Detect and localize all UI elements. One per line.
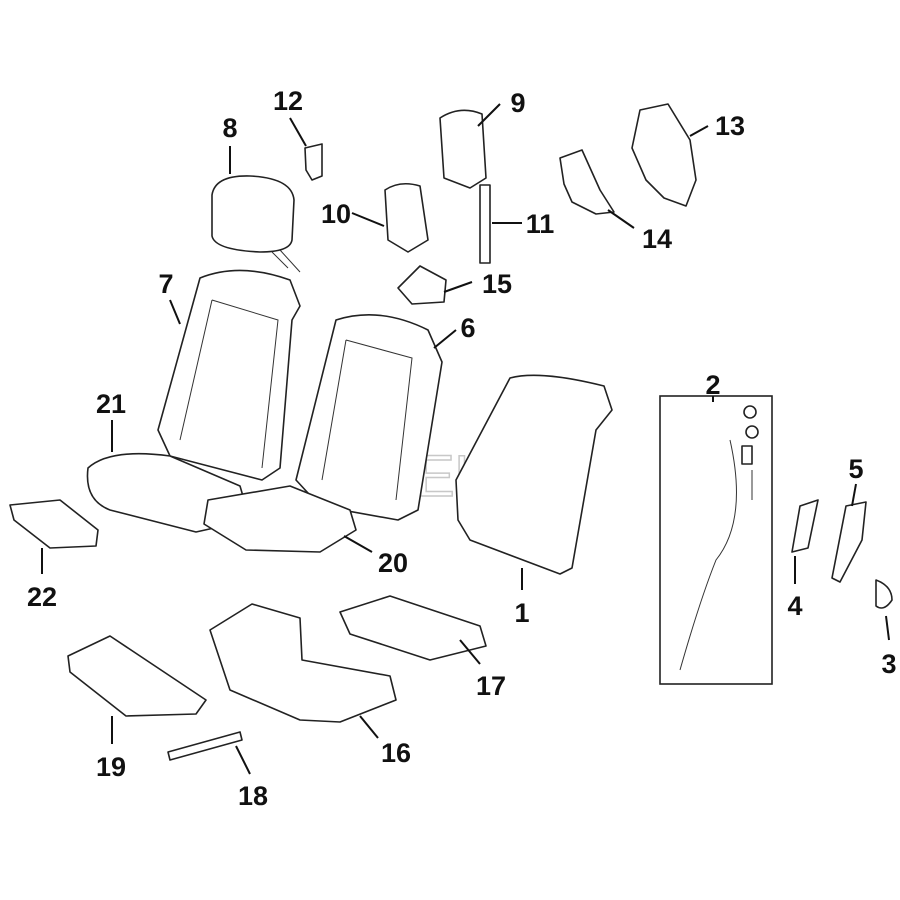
- part-10-cover: [384, 182, 429, 253]
- part-18-spring: [167, 731, 243, 761]
- part-12-clip: [304, 143, 323, 181]
- callout-20: 20: [378, 548, 408, 578]
- callout-15: 15: [482, 269, 512, 299]
- callout-12: 12: [273, 86, 303, 116]
- part-16-seat-frame: [209, 603, 397, 723]
- part-9-cover: [439, 109, 487, 189]
- part-17-spring-mat: [339, 595, 487, 661]
- part-7-backrest-cover: [157, 269, 301, 481]
- part-14-bracket: [559, 149, 615, 215]
- part-5-cover: [831, 501, 867, 583]
- part-19-tray: [67, 635, 207, 717]
- callout-21: 21: [96, 389, 126, 419]
- part-4-handle: [791, 499, 819, 553]
- leader-lines: [41, 103, 890, 775]
- part-11-strip: [479, 184, 491, 264]
- callout-4: 4: [787, 591, 802, 621]
- part-15-bracket: [397, 265, 447, 305]
- part-22-trim: [9, 499, 99, 549]
- part-6-backrest-pad: [295, 314, 443, 521]
- callout-19: 19: [96, 752, 126, 782]
- callout-9: 9: [510, 88, 525, 118]
- part-2-cable-kit: [659, 395, 773, 685]
- callout-3: 3: [881, 649, 896, 679]
- callout-5: 5: [848, 454, 863, 484]
- part-3-knob: [875, 579, 893, 609]
- callout-14: 14: [642, 224, 672, 254]
- callout-7: 7: [158, 269, 173, 299]
- callout-2: 2: [705, 370, 720, 400]
- part-20-cushion-pad: [203, 485, 357, 553]
- part-13-bracket: [631, 103, 697, 207]
- callout-17: 17: [476, 671, 506, 701]
- callout-18: 18: [238, 781, 268, 811]
- callout-13: 13: [715, 111, 745, 141]
- part-headrest: [211, 175, 301, 273]
- callout-1: 1: [514, 598, 529, 628]
- callout-22: 22: [27, 582, 57, 612]
- callout-16: 16: [381, 738, 411, 768]
- callout-8: 8: [222, 113, 237, 143]
- callout-6: 6: [460, 313, 475, 343]
- callout-10: 10: [321, 199, 351, 229]
- callout-11: 11: [526, 209, 555, 239]
- part-1-backrest-frame: [455, 374, 613, 575]
